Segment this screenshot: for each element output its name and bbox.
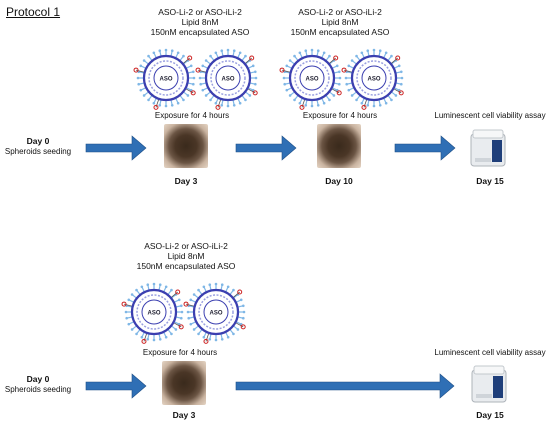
particle-label: ASO xyxy=(147,311,160,317)
spheroid-image xyxy=(164,124,208,168)
luminometer-icon xyxy=(469,128,507,170)
formulation-line2: Lipid 8nM xyxy=(321,17,359,27)
day-label: Day 15 xyxy=(476,176,504,186)
formulation-line1: ASO-Li-2 or ASO-iLi-2 xyxy=(298,7,382,17)
formulation-line2: Lipid 8nM xyxy=(167,251,205,261)
formulation-label-1: ASO-Li-2 or ASO-iLi-2 Lipid 8nM 150nM en… xyxy=(140,7,260,37)
lipid-nanoparticle-icon: ASO xyxy=(183,282,246,347)
lipid-nanoparticle-icon: ASO xyxy=(195,48,258,113)
formulation-line3: 150nM encapsulated ASO xyxy=(136,261,236,271)
seeding-label: Spheroids seeding xyxy=(4,147,72,156)
spheroid-image xyxy=(317,124,361,168)
day0-label: Day 0 xyxy=(26,136,50,146)
arrow-right-icon xyxy=(85,135,147,165)
seeding-label: Spheroids seeding xyxy=(4,385,72,394)
particle-label: ASO xyxy=(159,77,172,83)
luminometer-icon xyxy=(470,364,508,406)
formulation-label-2: ASO-Li-2 or ASO-iLi-2 Lipid 8nM 150nM en… xyxy=(280,7,400,37)
particle-label: ASO xyxy=(209,311,222,317)
lipid-nanoparticle-icon: ASO xyxy=(121,282,184,347)
particle-label: ASO xyxy=(305,77,318,83)
arrow-right-icon xyxy=(394,135,456,165)
assay-label: Luminescent cell viability assay xyxy=(434,111,546,120)
exposure-label: Exposure for 4 hours xyxy=(302,111,378,120)
formulation-line3: 150nM encapsulated ASO xyxy=(290,27,390,37)
arrow-right-icon xyxy=(85,373,147,403)
formulation-line3: 150nM encapsulated ASO xyxy=(150,27,250,37)
formulation-line1: ASO-Li-2 or ASO-iLi-2 xyxy=(158,7,242,17)
day0-label: Day 0 xyxy=(26,374,50,384)
formulation-line1: ASO-Li-2 or ASO-iLi-2 xyxy=(144,241,228,251)
particle-label: ASO xyxy=(367,77,380,83)
assay-label: Luminescent cell viability assay xyxy=(434,348,546,357)
day-label: Day 10 xyxy=(325,176,353,186)
day-label: Day 3 xyxy=(172,410,196,420)
arrow-right-icon xyxy=(235,135,297,165)
lipid-nanoparticle-icon: ASO xyxy=(279,48,342,113)
protocol-title: Protocol 1 xyxy=(6,5,61,19)
exposure-label: Exposure for 4 hours xyxy=(142,348,218,357)
spheroid-image xyxy=(162,361,206,405)
formulation-label-3: ASO-Li-2 or ASO-iLi-2 Lipid 8nM 150nM en… xyxy=(126,241,246,271)
day-label: Day 15 xyxy=(476,410,504,420)
day-label: Day 3 xyxy=(174,176,198,186)
formulation-line2: Lipid 8nM xyxy=(181,17,219,27)
particle-label: ASO xyxy=(221,77,234,83)
exposure-label: Exposure for 4 hours xyxy=(154,111,230,120)
lipid-nanoparticle-icon: ASO xyxy=(341,48,404,113)
arrow-right-icon xyxy=(235,373,455,403)
lipid-nanoparticle-icon: ASO xyxy=(133,48,196,113)
